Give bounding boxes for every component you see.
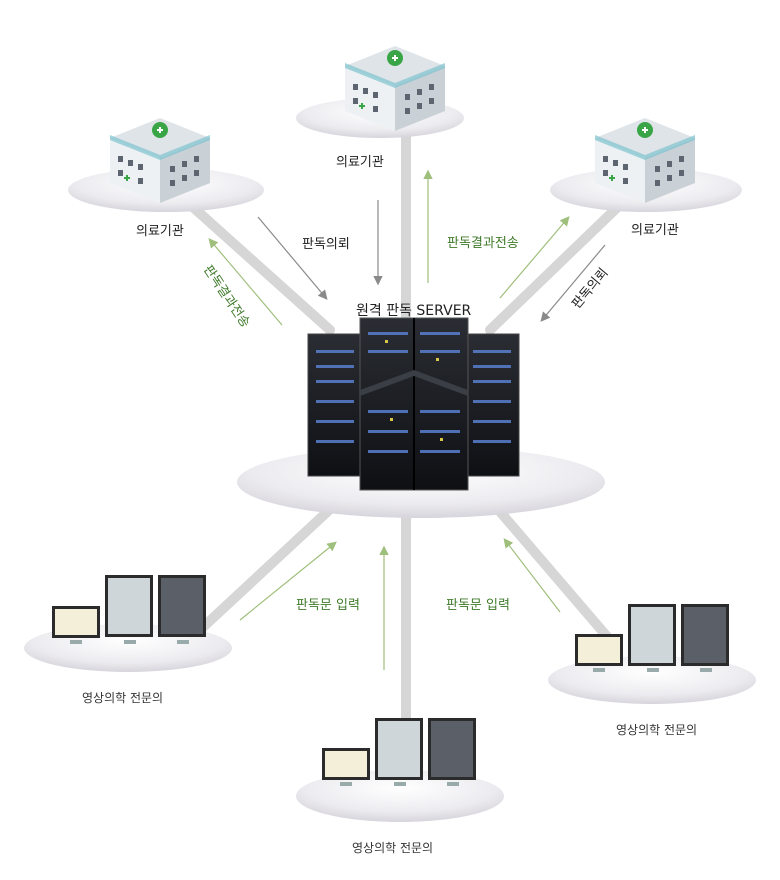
flow-arrows — [208, 169, 606, 670]
hospital-right — [550, 118, 742, 212]
workstation-right — [548, 604, 756, 704]
hospital-top — [296, 46, 464, 138]
hospital-left — [68, 118, 264, 212]
hospital-label-left: 의료기관 — [136, 224, 184, 239]
hospital-label-right: 의료기관 — [631, 223, 679, 238]
workstation-bottom — [296, 718, 504, 822]
flow-label-input-left: 판독문 입력 — [296, 598, 360, 613]
server-cluster — [237, 317, 605, 518]
specialist-label-left: 영상의학 전문의 — [82, 691, 164, 705]
specialist-label-bottom: 영상의학 전문의 — [352, 841, 434, 855]
hospital-label-top: 의료기관 — [336, 155, 384, 170]
flow-label-result-top: 판독결과전송 — [447, 236, 519, 251]
connection-links — [180, 120, 630, 765]
flow-label-request-top: 판독의뢰 — [302, 237, 350, 252]
specialist-label-right: 영상의학 전문의 — [616, 723, 698, 737]
workstation-left — [24, 575, 232, 672]
flow-label-input-right: 판독문 입력 — [446, 598, 510, 613]
server-label: 원격 판독 SERVER — [356, 303, 472, 319]
